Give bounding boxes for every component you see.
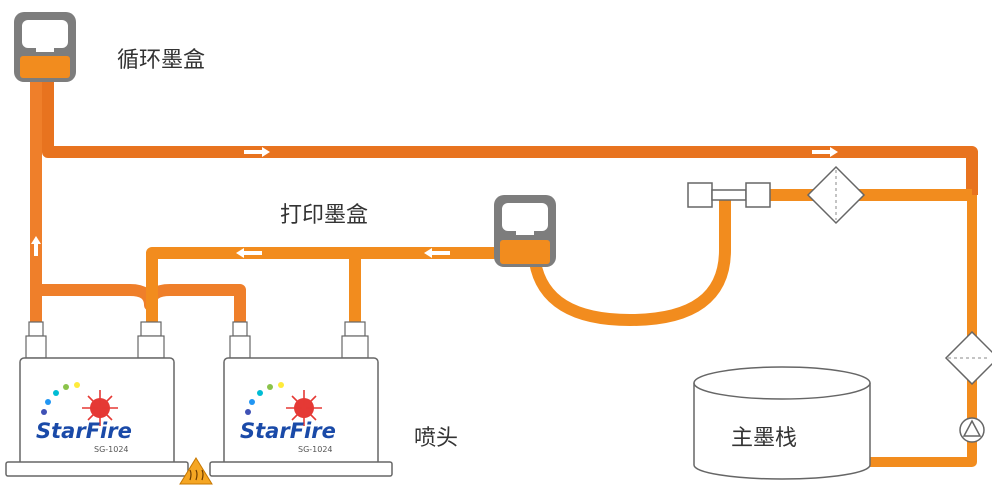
print-cartridge xyxy=(494,195,556,267)
circulation-cartridge-label: 循环墨盒 xyxy=(117,48,206,73)
pipes xyxy=(30,78,978,467)
starburst-logo-icon xyxy=(41,382,118,426)
flow-arrow-icon xyxy=(812,147,838,157)
print-feed-pipe xyxy=(146,247,510,330)
loop-pipe xyxy=(529,200,731,326)
right-trunk-pipe xyxy=(870,195,977,467)
circulation-cartridge xyxy=(14,12,76,82)
starburst-logo-icon xyxy=(245,382,322,426)
flow-arrow-icon xyxy=(236,248,262,258)
flow-arrow-icon xyxy=(424,248,450,258)
filter-icon xyxy=(806,165,866,225)
heater-warning-icon xyxy=(179,457,213,485)
lower-manifold-pipe xyxy=(36,284,246,330)
brand-model: SG-1024 xyxy=(298,445,333,454)
head-connectors xyxy=(25,321,369,359)
flow-arrow-icon xyxy=(244,147,270,157)
print-cartridge-label: 打印墨盒 xyxy=(280,203,369,228)
return-pipe xyxy=(42,78,978,195)
filter-icon xyxy=(944,330,992,386)
flow-arrows xyxy=(31,147,838,258)
brand-name: StarFire xyxy=(240,419,336,443)
main-ink-tank-label: 主墨栈 xyxy=(731,426,798,451)
pump-icon xyxy=(959,417,985,443)
print-head xyxy=(209,357,393,477)
main-ink-tank xyxy=(693,366,871,480)
valve xyxy=(687,182,771,208)
print-head xyxy=(5,357,189,477)
print-heads-label: 喷头 xyxy=(414,426,459,451)
brand-name: StarFire xyxy=(36,419,132,443)
flow-arrow-icon xyxy=(31,236,41,256)
brand-model: SG-1024 xyxy=(94,445,129,454)
